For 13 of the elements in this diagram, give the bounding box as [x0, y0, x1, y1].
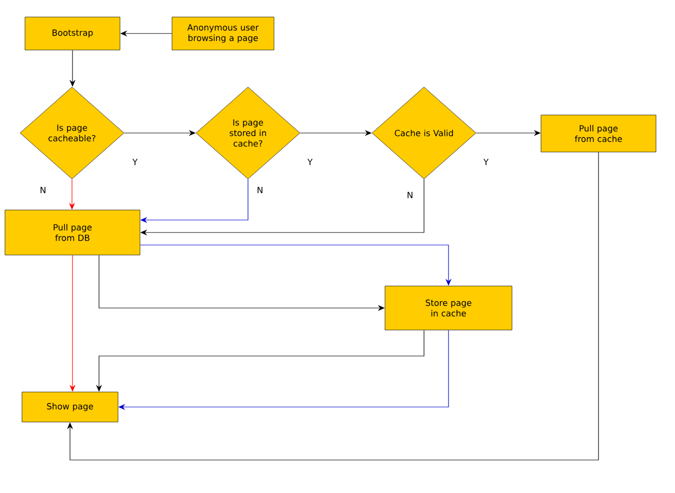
arrow — [66, 152, 599, 460]
edge-label: N — [256, 186, 264, 194]
edge-label: N — [38, 186, 48, 194]
edge-label: Y — [131, 158, 139, 166]
process-box: Pull page from DB — [4, 210, 140, 256]
process-box: Show page — [22, 392, 118, 422]
edge-label: N — [406, 190, 414, 200]
process-box: Store page in cache — [384, 286, 512, 330]
edge-label: Y — [482, 158, 490, 166]
edge-label: Y — [306, 158, 314, 166]
process-box: Bootstrap — [24, 16, 120, 50]
process-box: Anonymous user browsing a page — [172, 16, 274, 50]
process-box: Pull page from cache — [540, 114, 656, 152]
